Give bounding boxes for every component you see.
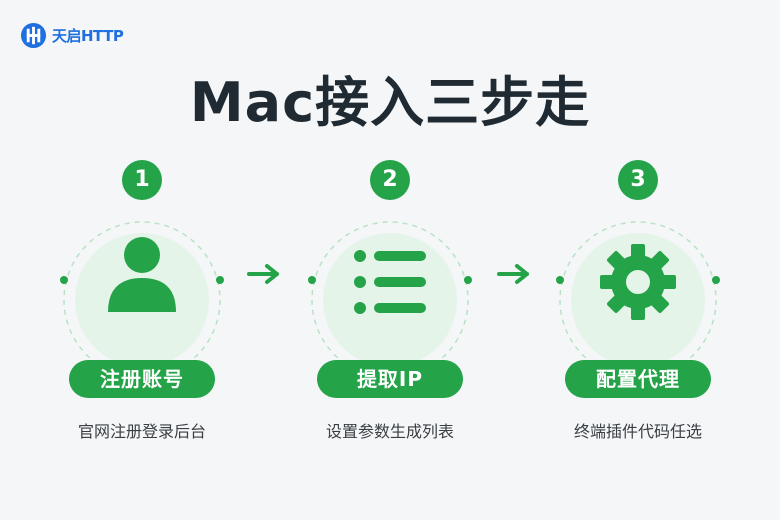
gear-icon: [600, 244, 676, 320]
step-desc: 官网注册登录后台: [77, 422, 206, 441]
brand-logo: 天启HTTP: [20, 22, 124, 49]
step-number: 1: [122, 160, 162, 200]
step-3: 3 配置代理 终端插件代码任选: [538, 160, 738, 460]
step-ring: [60, 221, 224, 379]
step-label: 配置代理: [565, 360, 711, 398]
step-number: 2: [370, 160, 410, 200]
step-number: 3: [618, 160, 658, 200]
arrow-right-icon: [247, 264, 279, 284]
user-icon: [108, 237, 176, 312]
list-icon: [354, 250, 426, 314]
brand-logo-icon: [20, 22, 47, 49]
page-title: Mac接入三步走: [189, 71, 591, 134]
arrow-right-icon: [497, 264, 529, 284]
step-label: 注册账号: [69, 360, 215, 398]
step-1: 1 注册账号 官网注册登录后台: [42, 160, 242, 460]
step-label: 提取IP: [317, 360, 463, 398]
step-desc: 设置参数生成列表: [325, 422, 454, 441]
step-desc: 终端插件代码任选: [573, 422, 702, 441]
brand-name: 天启HTTP: [52, 27, 124, 45]
step-2: 2 提取IP 设置参数生成列表: [290, 160, 490, 460]
